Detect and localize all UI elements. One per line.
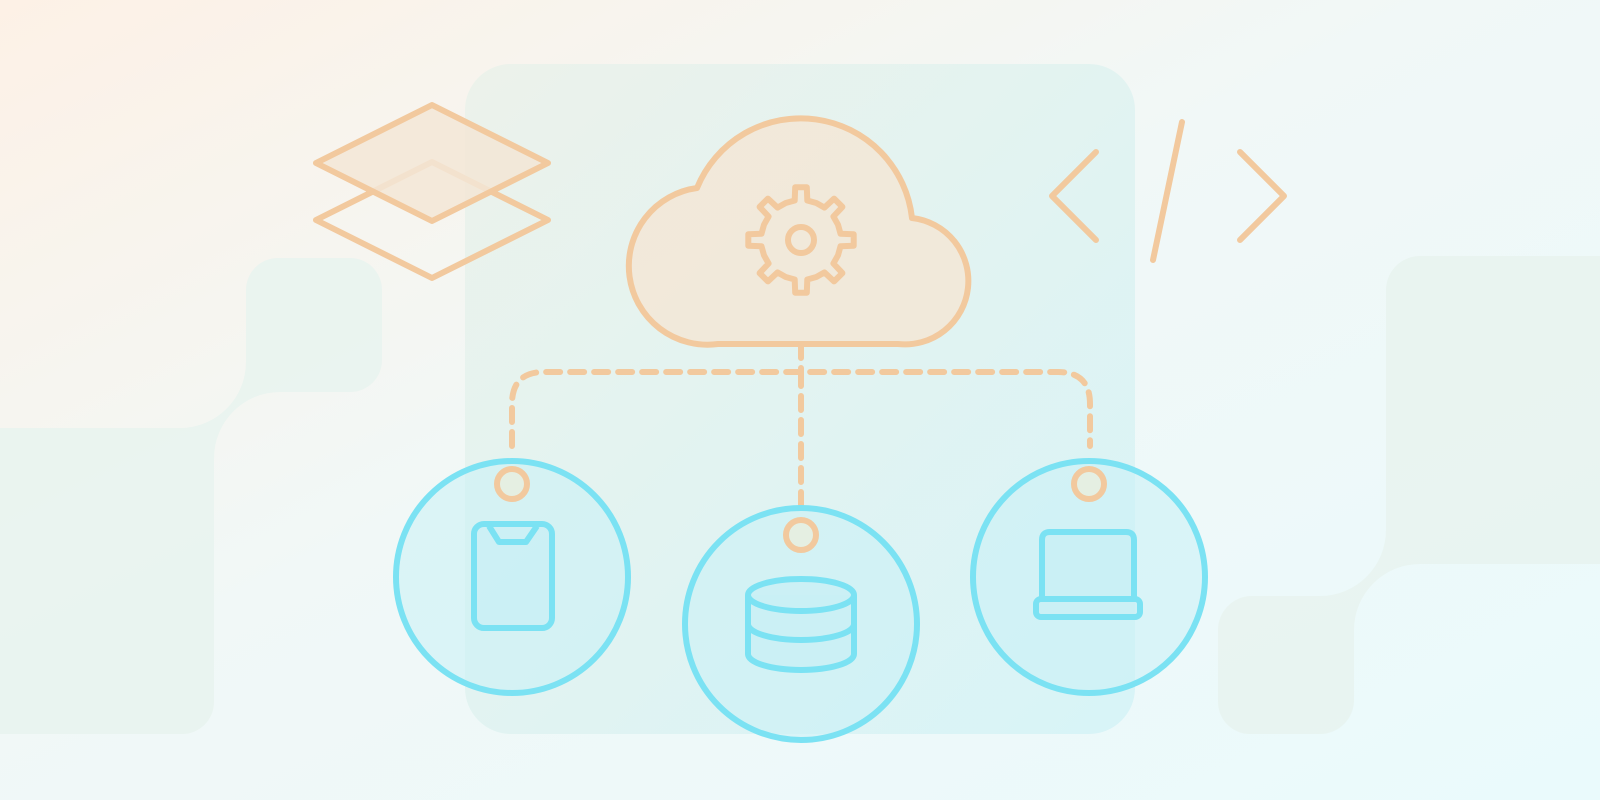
node-database xyxy=(682,505,920,743)
code-icon xyxy=(1049,119,1287,263)
layers-icon xyxy=(313,102,551,281)
connector-lines xyxy=(509,341,1093,511)
cloud-gear-icon xyxy=(625,115,972,348)
node-phone-port xyxy=(494,466,530,502)
decor-blob-right xyxy=(1218,256,1600,734)
node-database-port xyxy=(783,517,819,553)
node-phone xyxy=(393,458,631,696)
decor-blob-left xyxy=(0,258,382,734)
node-laptop xyxy=(970,458,1208,696)
phone-icon xyxy=(471,521,555,631)
node-laptop-port xyxy=(1071,466,1107,502)
gear-hub xyxy=(785,224,817,256)
database-icon xyxy=(745,576,857,673)
gear-icon xyxy=(745,184,857,296)
cloud-shape xyxy=(625,115,972,348)
gear-outline xyxy=(745,184,857,296)
laptop-icon xyxy=(1033,529,1143,620)
